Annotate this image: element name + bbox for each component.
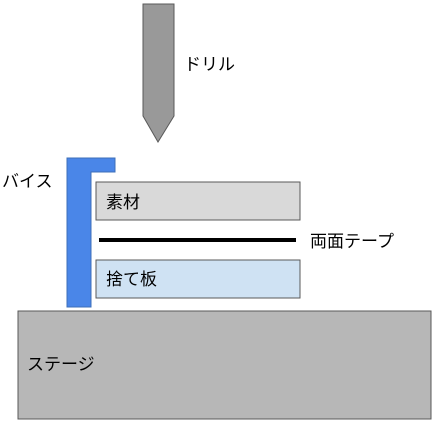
sacrificial-board-block bbox=[95, 259, 301, 299]
sacrificial-board-label: 捨て板 bbox=[106, 270, 157, 290]
material-block bbox=[95, 181, 301, 221]
vise-label: バイス bbox=[2, 172, 53, 192]
drill-bit bbox=[142, 3, 175, 143]
drill-label: ドリル bbox=[184, 55, 235, 75]
stage-block bbox=[17, 310, 432, 420]
vise-jaw bbox=[66, 157, 116, 308]
double-sided-tape-label: 両面テープ bbox=[310, 232, 394, 252]
stage-label: ステージ bbox=[27, 355, 95, 375]
material-label: 素材 bbox=[106, 193, 140, 213]
